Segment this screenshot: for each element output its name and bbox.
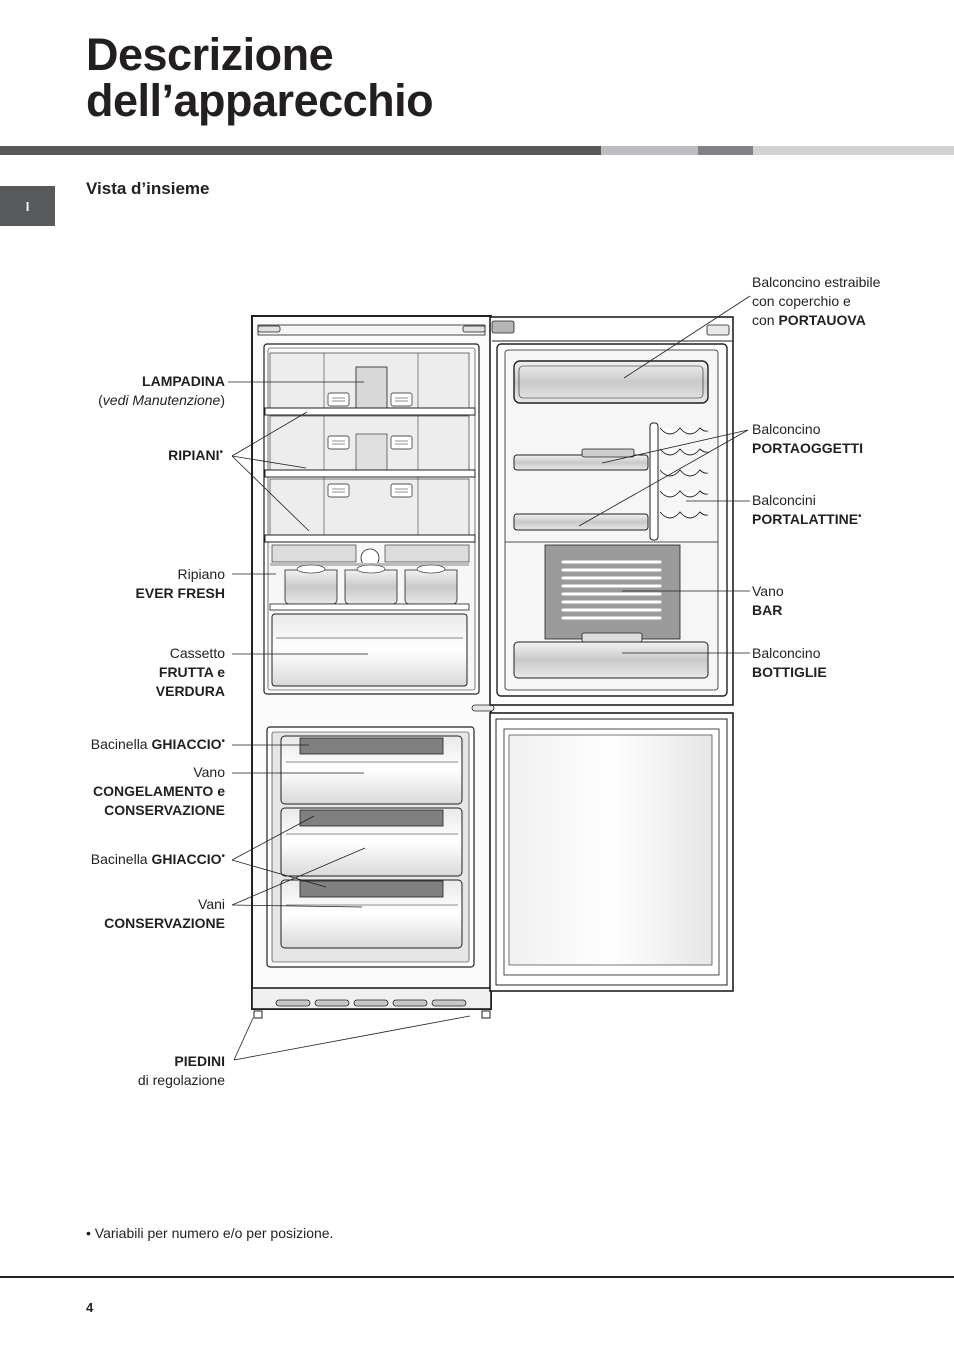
label-bacinella-2: Bacinella GHIACCIO• bbox=[91, 850, 225, 869]
label-cassetto-line-3: VERDURA bbox=[155, 683, 225, 699]
header-rule-mid bbox=[698, 146, 753, 155]
label-bacinella-1-prefix: Bacinella bbox=[90, 736, 152, 752]
label-congelamento-line-2: CONGELAMENTO e bbox=[93, 783, 225, 799]
label-portaoggetti-line-1: Balconcino bbox=[752, 421, 821, 437]
label-bacinella-1-mark: • bbox=[221, 736, 225, 747]
label-lampadina-note-text: vedi Manutenzione bbox=[102, 392, 221, 408]
label-bacinella-2-line: Bacinella GHIACCIO• bbox=[91, 850, 225, 869]
label-vani-line-2: CONSERVAZIONE bbox=[104, 915, 225, 931]
leader-lines bbox=[228, 295, 751, 1061]
label-portalattine-line-2: PORTALATTINE• bbox=[752, 510, 862, 529]
label-bar-line-2: BAR bbox=[752, 602, 783, 618]
page-number: 4 bbox=[86, 1300, 94, 1315]
label-ever-fresh-line-2: EVER FRESH bbox=[135, 585, 225, 601]
label-balconcino-estraibile: Balconcino estraibile con coperchio e co… bbox=[752, 273, 880, 330]
label-ever-fresh: Ripiano EVER FRESH bbox=[136, 565, 225, 603]
label-estraibile-line-3: con PORTAUOVA bbox=[752, 311, 880, 330]
label-balconcino-bottiglie: Balconcino BOTTIGLIE bbox=[752, 644, 827, 682]
label-cassetto: Cassetto FRUTTA e VERDURA bbox=[156, 644, 225, 701]
label-bacinella-2-mark: • bbox=[221, 851, 225, 862]
label-bottiglie-line-2: BOTTIGLIE bbox=[752, 664, 827, 680]
cabinet bbox=[251, 315, 495, 1019]
label-ripiani: RIPIANI• bbox=[168, 446, 223, 465]
label-estraibile-line-3-prefix: con bbox=[752, 312, 779, 328]
label-bacinella-2-prefix: Bacinella bbox=[90, 851, 152, 867]
label-piedini: PIEDINI di regolazione bbox=[138, 1052, 225, 1090]
label-portalattine-line-1: Balconcini bbox=[752, 492, 816, 508]
label-ripiani-mark: • bbox=[219, 447, 223, 458]
label-vani: Vani CONSERVAZIONE bbox=[104, 895, 225, 933]
footnote: • Variabili per numero e/o per posizione… bbox=[86, 1225, 333, 1241]
section-title: Vista d’insieme bbox=[86, 179, 210, 198]
label-ripiani-name: RIPIANI bbox=[168, 447, 220, 463]
label-lampadina-note-open: ( bbox=[98, 392, 103, 408]
footnote-bullet: • bbox=[86, 1225, 91, 1241]
label-vano-bar: Vano BAR bbox=[752, 582, 784, 620]
label-lampadina-name: LAMPADINA bbox=[142, 373, 225, 389]
label-lampadina: LAMPADINA (vedi Manutenzione) bbox=[98, 372, 225, 410]
label-congelamento-line-3: CONSERVAZIONE bbox=[104, 802, 225, 818]
header-rule-dark bbox=[0, 146, 601, 155]
doors bbox=[489, 316, 734, 992]
label-portalattine-mark: • bbox=[858, 511, 862, 522]
label-bacinella-1-line: Bacinella GHIACCIO• bbox=[91, 735, 225, 754]
label-vani-line-1: Vani bbox=[198, 896, 225, 912]
page-title-line-1: Descrizione bbox=[86, 29, 334, 80]
label-ripiani-line: RIPIANI• bbox=[168, 446, 223, 465]
label-estraibile-portauova: PORTAUOVA bbox=[778, 312, 866, 328]
label-bacinella-1-name: GHIACCIO bbox=[151, 736, 222, 752]
label-congelamento: Vano CONGELAMENTO e CONSERVAZIONE bbox=[93, 763, 225, 820]
label-portalattine-name: PORTALATTINE bbox=[752, 511, 859, 527]
label-balconcini-portalattine: Balconcini PORTALATTINE• bbox=[752, 491, 862, 529]
label-bacinella-2-name: GHIACCIO bbox=[151, 851, 222, 867]
footnote-text: Variabili per numero e/o per posizione. bbox=[94, 1225, 334, 1241]
label-piedini-line-2: di regolazione bbox=[137, 1072, 225, 1088]
page-title: Descrizione dell’apparecchio bbox=[86, 29, 434, 126]
page-title-line-2: dell’apparecchio bbox=[86, 75, 434, 126]
label-cassetto-line-1: Cassetto bbox=[169, 645, 225, 661]
label-lampadina-note-close: ) bbox=[220, 392, 225, 408]
footer-rule bbox=[0, 1276, 954, 1278]
header-rule-light bbox=[601, 146, 698, 155]
label-estraibile-line-1: Balconcino estraibile bbox=[752, 274, 881, 290]
header-rule-end bbox=[753, 146, 954, 155]
label-lampadina-note: (vedi Manutenzione) bbox=[98, 391, 225, 410]
label-piedini-line-1: PIEDINI bbox=[174, 1053, 225, 1069]
label-cassetto-line-2: FRUTTA e bbox=[158, 664, 225, 680]
label-congelamento-line-1: Vano bbox=[193, 764, 225, 780]
label-estraibile-line-2: con coperchio e bbox=[752, 293, 851, 309]
label-bar-line-1: Vano bbox=[752, 583, 784, 599]
language-tab: I bbox=[0, 186, 55, 226]
label-bottiglie-line-1: Balconcino bbox=[752, 645, 821, 661]
label-ever-fresh-line-1: Ripiano bbox=[177, 566, 225, 582]
label-portaoggetti-line-2: PORTAOGGETTI bbox=[752, 440, 863, 456]
label-bacinella-1: Bacinella GHIACCIO• bbox=[91, 735, 225, 754]
label-balconcino-portaoggetti: Balconcino PORTAOGGETTI bbox=[752, 420, 863, 458]
